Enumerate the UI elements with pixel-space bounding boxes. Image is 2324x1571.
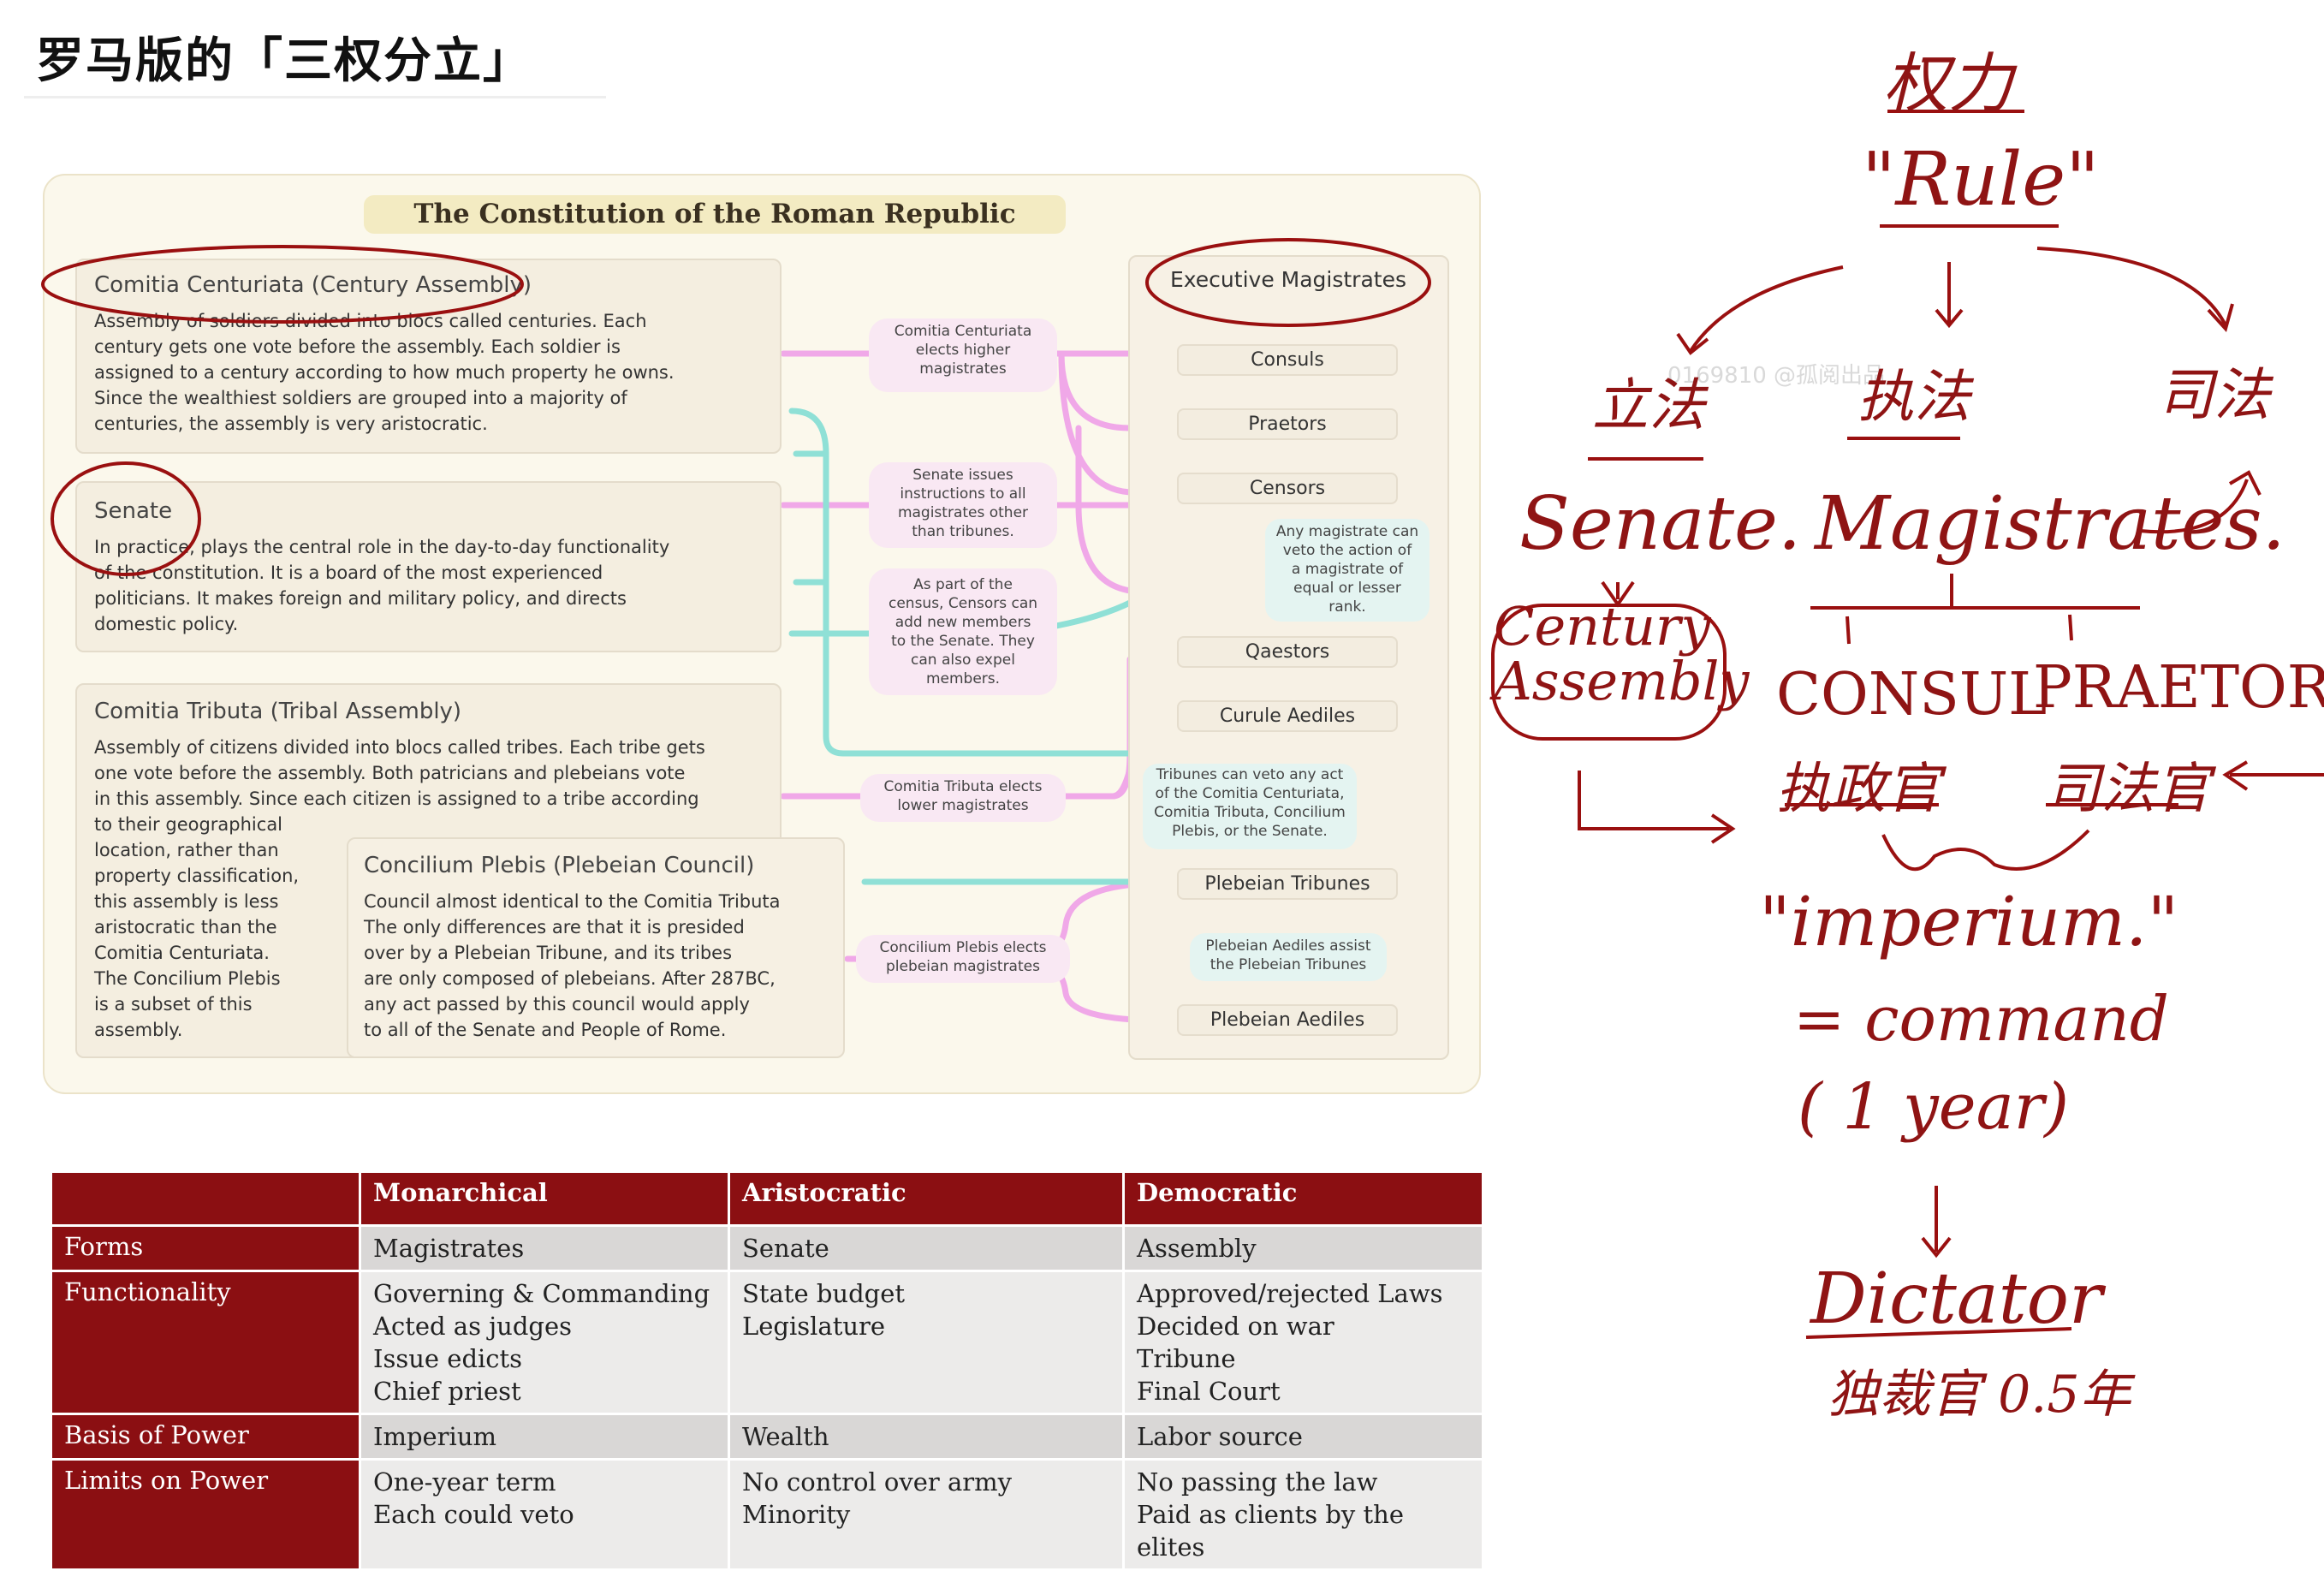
row-label-limits-on-power: Limits on Power bbox=[50, 1458, 361, 1571]
executive-title: Executive Magistrates bbox=[1169, 267, 1406, 292]
note-tribunes-veto: Tribunes can veto any act of the Comitia… bbox=[1143, 764, 1357, 849]
note-centuriata-elects: Comitia Centuriata elects higher magistr… bbox=[869, 318, 1057, 392]
table-cell: Senate bbox=[728, 1224, 1125, 1272]
hw-zhizhengguan: 执政官 bbox=[1776, 758, 1941, 821]
table-cell: No passing the law Paid as clients by th… bbox=[1122, 1458, 1484, 1571]
table-row: Functionality Governing & Commanding Act… bbox=[50, 1270, 1484, 1415]
arrow-assembly-consul bbox=[1578, 771, 1729, 830]
table-cell: Imperium bbox=[359, 1413, 730, 1461]
brace-imperium bbox=[1881, 829, 2090, 872]
comitia-tributa-title: Comitia Tributa (Tribal Assembly) bbox=[94, 699, 462, 724]
arrow-left bbox=[1689, 265, 1844, 353]
comitia-tributa-text-top: Assembly of citizens divided into blocs … bbox=[94, 737, 705, 809]
arrowhead-right bbox=[2207, 303, 2234, 333]
magistrate-consuls: Consuls bbox=[1177, 344, 1398, 376]
powers-table-grid: Monarchical Aristocratic Democratic Form… bbox=[50, 1170, 1484, 1571]
hw-imperium: "imperium." bbox=[1759, 882, 2179, 961]
hw-sifa: 司法 bbox=[2157, 362, 2270, 428]
hw-rule: "Rule" bbox=[1862, 137, 2100, 223]
magistrate-qaestors: Qaestors bbox=[1177, 636, 1398, 668]
comitia-centuriata-text: Assembly of soldiers divided into blocs … bbox=[94, 311, 675, 434]
hw-consul: CONSUL bbox=[1776, 661, 2048, 729]
comitia-centuriata-box: Comitia Centuriata (Century Assembly) As… bbox=[75, 259, 782, 454]
arrowhead-center bbox=[1935, 308, 1964, 329]
table-cell: Approved/rejected Laws Decided on war Tr… bbox=[1122, 1270, 1484, 1415]
comitia-centuriata-title: Comitia Centuriata (Century Assembly) bbox=[94, 272, 532, 298]
hw-magistrates: Magistrates. bbox=[1815, 481, 2285, 567]
concilium-plebis-text: Council almost identical to the Comitia … bbox=[364, 891, 781, 1040]
arrowhead-assembly-consul bbox=[1710, 813, 1736, 844]
table-cell: Wealth bbox=[728, 1413, 1125, 1461]
hw-command: = command bbox=[1793, 983, 2169, 1055]
table-cell: Labor source bbox=[1122, 1413, 1484, 1461]
title-divider bbox=[24, 96, 606, 98]
table-cell: Magistrates bbox=[359, 1224, 730, 1272]
note-tributa-elects: Comitia Tributa elects lower magistrates bbox=[860, 774, 1066, 822]
table-cell: Governing & Commanding Acted as judges I… bbox=[359, 1270, 730, 1415]
note-any-magistrate-veto: Any magistrate can veto the action of a … bbox=[1265, 519, 1429, 622]
diagram-title: The Constitution of the Roman Republic bbox=[364, 195, 1066, 234]
hw-senate: Senate. bbox=[1519, 481, 1802, 567]
hw-one-year: ( 1 year) bbox=[1798, 1070, 2069, 1144]
table-header-monarchical: Monarchical bbox=[359, 1170, 730, 1227]
hw-quanli: 权力 bbox=[1883, 45, 2013, 122]
hw-century-assembly-circle bbox=[1491, 604, 1727, 741]
senate-text: In practice, plays the central role in t… bbox=[94, 537, 670, 634]
table-cell: No control over army Minority bbox=[728, 1458, 1125, 1571]
page-title: 罗马版的「三权分立」 bbox=[36, 33, 532, 89]
hw-ducaiguan: 独裁官 0.5年 bbox=[1828, 1365, 2131, 1425]
arrowhead-dictator bbox=[1921, 1236, 1952, 1259]
arrowhead-left bbox=[1676, 332, 1709, 355]
senate-title: Senate bbox=[94, 498, 173, 524]
arrow-right bbox=[2036, 247, 2227, 326]
hw-sifaguan: 司法官 bbox=[2046, 758, 2210, 821]
table-cell: Assembly bbox=[1122, 1224, 1484, 1272]
table-header-democratic: Democratic bbox=[1122, 1170, 1484, 1227]
note-plebeian-aediles-assist: Plebeian Aediles assist the Plebeian Tri… bbox=[1190, 933, 1387, 981]
concilium-plebis-title: Concilium Plebis (Plebeian Council) bbox=[364, 853, 755, 878]
hw-dictator: Dictator bbox=[1810, 1259, 2103, 1340]
concilium-plebis-box: Concilium Plebis (Plebeian Council) Coun… bbox=[347, 837, 845, 1058]
table-row: Basis of Power Imperium Wealth Labor sou… bbox=[50, 1413, 1484, 1461]
table-header-aristocratic: Aristocratic bbox=[728, 1170, 1125, 1227]
table-row: Forms Magistrates Senate Assembly bbox=[50, 1224, 1484, 1272]
senate-box: Senate In practice, plays the central ro… bbox=[75, 481, 782, 652]
note-plebis-elects: Concilium Plebis elects plebeian magistr… bbox=[856, 935, 1070, 983]
hw-praetor: PRAETOR bbox=[2033, 654, 2324, 722]
watermark: 0169810 @孤阅出品 bbox=[1667, 363, 1886, 389]
hw-zhifa: 执法 bbox=[1857, 364, 1970, 430]
bracket-legs bbox=[1846, 614, 2073, 645]
row-label-basis-of-power: Basis of Power bbox=[50, 1413, 361, 1461]
magistrate-censors: Censors bbox=[1177, 473, 1398, 504]
comitia-tributa-text-side: to their geographical location, rather t… bbox=[94, 814, 300, 1040]
row-label-functionality: Functionality bbox=[50, 1270, 361, 1415]
magistrate-curule-aediles: Curule Aediles bbox=[1177, 700, 1398, 732]
arrowhead-sifaguan bbox=[2222, 760, 2249, 791]
note-censors-add: As part of the census, Censors can add n… bbox=[869, 568, 1057, 695]
table-cell: One-year term Each could veto bbox=[359, 1458, 730, 1571]
magistrate-praetors: Praetors bbox=[1177, 408, 1398, 440]
table-row: Limits on Power One-year term Each could… bbox=[50, 1458, 1484, 1571]
table-header-row: Monarchical Aristocratic Democratic bbox=[50, 1170, 1484, 1227]
powers-table: Monarchical Aristocratic Democratic Form… bbox=[50, 1170, 1484, 1571]
note-senate-issues: Senate issues instructions to all magist… bbox=[869, 462, 1057, 548]
magistrate-plebeian-tribunes: Plebeian Tribunes bbox=[1177, 868, 1398, 900]
hw-lifa: 立法 bbox=[1592, 372, 1705, 438]
magistrate-plebeian-aediles: Plebeian Aediles bbox=[1177, 1004, 1398, 1036]
table-header-corner bbox=[50, 1170, 361, 1227]
row-label-forms: Forms bbox=[50, 1224, 361, 1272]
table-cell: State budget Legislature bbox=[728, 1270, 1125, 1415]
